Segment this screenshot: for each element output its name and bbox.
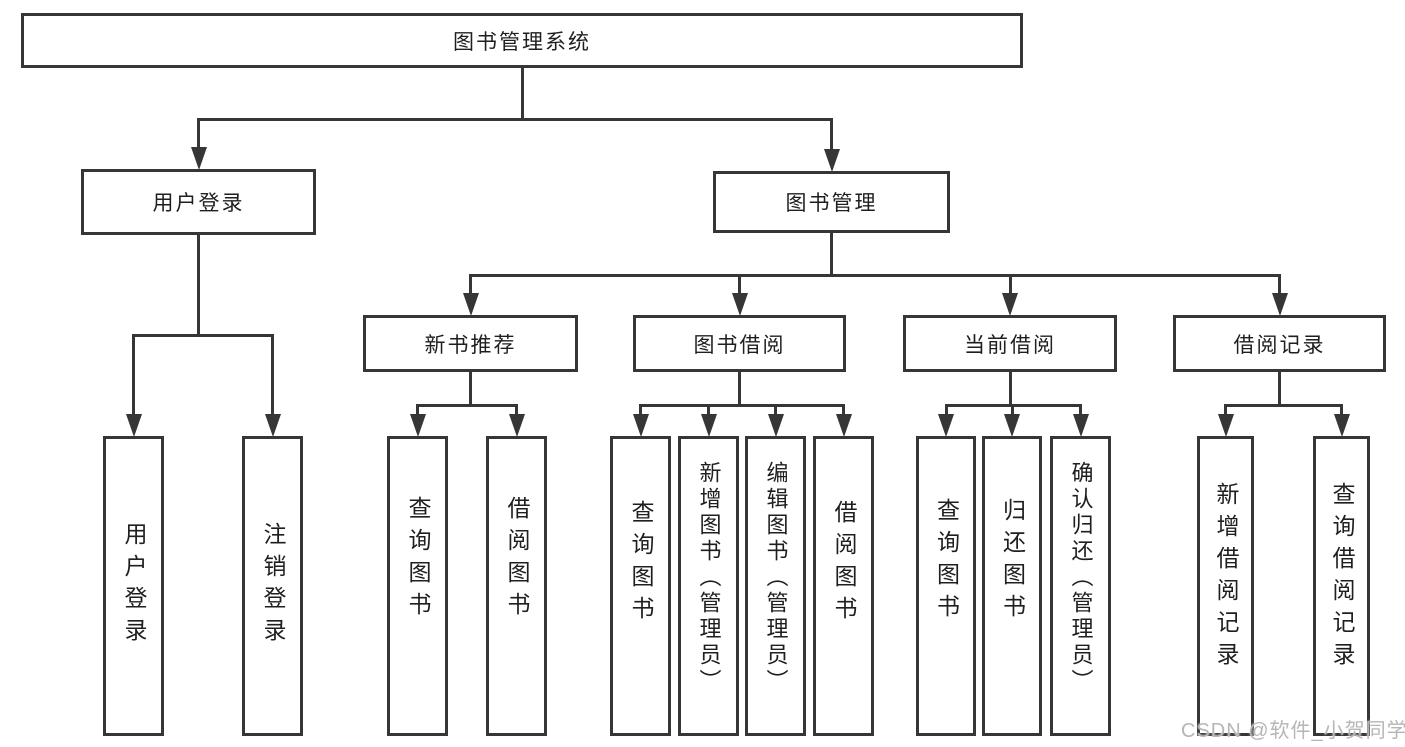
node-leaf-bb-query: 查询图书 xyxy=(610,436,671,736)
csdn-watermark: CSDN @软件_小贺同学 xyxy=(1181,720,1405,742)
connector-line xyxy=(1224,405,1227,415)
node-user-login: 用户登录 xyxy=(81,169,316,235)
connector-line xyxy=(197,235,200,337)
connector-line xyxy=(132,335,135,415)
connector-line xyxy=(416,405,419,415)
arrowhead-down-icon xyxy=(409,414,426,437)
connector-line xyxy=(469,275,472,294)
connector-line xyxy=(469,273,1281,277)
node-label: 查询图书 xyxy=(628,500,654,628)
connector-line xyxy=(197,119,200,148)
node-leaf-bb-borrow: 借阅图书 xyxy=(813,436,874,736)
arrowhead-down-icon xyxy=(264,414,281,437)
connector-line xyxy=(1010,405,1014,415)
arrowhead-down-icon xyxy=(1004,414,1020,437)
arrowhead-down-icon xyxy=(835,414,852,437)
connector-line xyxy=(842,405,845,415)
connector-line xyxy=(1079,405,1082,415)
node-label: 注销登录 xyxy=(260,522,286,650)
node-label: 图书借阅 xyxy=(693,333,786,357)
connector-line xyxy=(738,372,741,407)
connector-line xyxy=(271,335,274,415)
node-leaf-cb-confirm: 确认归还（管理员） xyxy=(1050,436,1111,736)
connector-line xyxy=(830,233,833,277)
connector-line xyxy=(416,403,518,407)
connector-line xyxy=(830,119,833,150)
connector-line xyxy=(1340,405,1343,415)
node-label: 查询借阅记录 xyxy=(1329,482,1355,674)
node-current-borrow: 当前借阅 xyxy=(903,315,1117,372)
node-leaf-bb-edit: 编辑图书（管理员） xyxy=(745,436,806,736)
node-label: 查询图书 xyxy=(405,496,431,624)
connector-line xyxy=(1008,275,1012,294)
node-leaf-cb-return: 归还图书 xyxy=(982,436,1042,736)
connector-line xyxy=(1278,372,1281,407)
node-leaf-br-query: 查询借阅记录 xyxy=(1313,436,1370,736)
connector-line xyxy=(639,403,845,407)
node-leaf-user-login: 用户登录 xyxy=(103,436,164,736)
arrowhead-down-icon xyxy=(938,414,954,437)
arrowhead-down-icon xyxy=(125,414,142,437)
connector-line xyxy=(469,372,472,407)
connector-line xyxy=(132,333,274,337)
arrowhead-down-icon xyxy=(1002,293,1018,316)
node-label: 编辑图书（管理员） xyxy=(763,461,789,695)
node-leaf-nbr-borrow: 借阅图书 xyxy=(486,436,547,736)
connector-line xyxy=(1224,403,1343,407)
arrowhead-down-icon xyxy=(1271,293,1288,316)
arrowhead-down-icon xyxy=(1072,414,1089,437)
node-leaf-logout: 注销登录 xyxy=(242,436,303,736)
node-label: 归还图书 xyxy=(999,498,1026,626)
node-label: 图书管理系统 xyxy=(453,30,591,54)
arrowhead-down-icon xyxy=(190,147,207,170)
connector-line xyxy=(520,68,524,121)
connector-line xyxy=(738,275,741,294)
node-book-borrow: 图书借阅 xyxy=(633,315,846,372)
connector-line xyxy=(1278,275,1281,294)
node-new-book-rec: 新书推荐 xyxy=(363,315,578,372)
node-borrow-records: 借阅记录 xyxy=(1173,315,1386,372)
connector-line xyxy=(1008,372,1012,407)
node-label: 借阅图书 xyxy=(831,500,857,628)
node-book-mgmt: 图书管理 xyxy=(713,171,950,233)
arrowhead-down-icon xyxy=(823,149,840,172)
arrowhead-down-icon xyxy=(731,293,748,316)
arrowhead-down-icon xyxy=(1333,414,1350,437)
arrowhead-down-icon xyxy=(700,414,717,437)
node-label: 查询图书 xyxy=(933,498,960,626)
connector-line xyxy=(197,117,833,121)
connector-line xyxy=(515,405,518,415)
connector-line xyxy=(774,405,777,415)
arrowhead-down-icon xyxy=(462,293,479,316)
node-leaf-br-add: 新增借阅记录 xyxy=(1197,436,1254,736)
arrowhead-down-icon xyxy=(1217,414,1234,437)
node-label: 当前借阅 xyxy=(964,333,1056,357)
node-root: 图书管理系统 xyxy=(21,13,1023,68)
node-leaf-cb-query: 查询图书 xyxy=(916,436,976,736)
connector-line xyxy=(639,405,642,415)
node-label: 新书推荐 xyxy=(424,333,517,357)
node-label: 借阅记录 xyxy=(1233,333,1326,357)
node-label: 新增图书（管理员） xyxy=(696,461,722,695)
arrowhead-down-icon xyxy=(508,414,525,437)
arrowhead-down-icon xyxy=(632,414,649,437)
node-label: 借阅图书 xyxy=(504,496,530,624)
arrowhead-down-icon xyxy=(767,414,784,437)
connector-line xyxy=(944,405,948,415)
node-label: 用户登录 xyxy=(152,192,245,215)
node-leaf-bb-add: 新增图书（管理员） xyxy=(678,436,739,736)
node-label: 新增借阅记录 xyxy=(1213,482,1239,674)
connector-line xyxy=(707,405,710,415)
node-leaf-nbr-query: 查询图书 xyxy=(387,436,448,736)
node-label: 图书管理 xyxy=(785,192,878,215)
node-label: 确认归还（管理员） xyxy=(1068,461,1094,695)
node-label: 用户登录 xyxy=(121,522,147,650)
